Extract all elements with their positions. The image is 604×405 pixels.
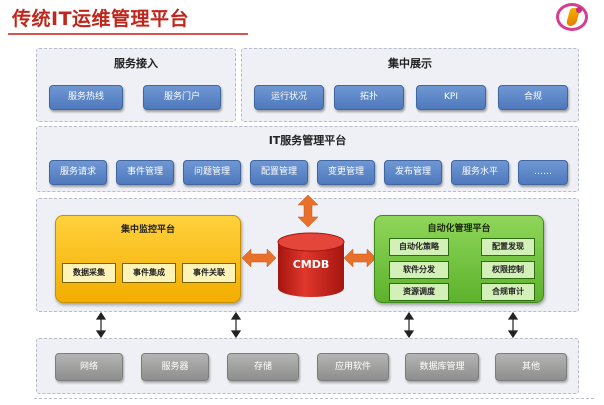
- cmdb-itsm-arrow-icon: [297, 195, 319, 227]
- infra-server-button[interactable]: 服务器: [141, 353, 209, 381]
- monitoring-platform-title: 集中监控平台: [120, 225, 175, 235]
- page-title: 传统IT运维管理平台: [12, 8, 190, 30]
- itsm-incident-mgmt-button[interactable]: 事件管理: [116, 160, 174, 185]
- title-underline: [8, 33, 248, 35]
- itsm-release-mgmt-button[interactable]: 发布管理: [384, 160, 442, 185]
- itsm-service-level-button[interactable]: 服务水平: [451, 160, 509, 185]
- central-display-title: 集中展示: [388, 57, 432, 70]
- itsm-title: IT服务管理平台: [268, 134, 347, 147]
- kpi-button[interactable]: KPI: [416, 85, 486, 110]
- topology-button[interactable]: 拓扑: [334, 85, 404, 110]
- infra-database-button[interactable]: 数据库管理: [405, 353, 479, 381]
- itsm-change-mgmt-button[interactable]: 变更管理: [317, 160, 375, 185]
- infra-application-button[interactable]: 应用软件: [317, 353, 389, 381]
- access-control-item[interactable]: 权限控制: [481, 261, 535, 279]
- central-display-panel: 集中展示 运行状况 拓扑 KPI 合规: [241, 48, 579, 122]
- automation-policy-item[interactable]: 自动化策略: [389, 238, 449, 256]
- infra-storage-button[interactable]: 存储: [227, 353, 299, 381]
- cmdb-label: CMDB: [292, 258, 330, 271]
- service-hotline-button[interactable]: 服务热线: [49, 85, 123, 110]
- resource-scheduling-item[interactable]: 资源调度: [389, 283, 449, 301]
- event-correlation-item[interactable]: 事件关联: [182, 263, 236, 283]
- bottom-divider: [34, 398, 594, 399]
- automation-platform-title: 自动化管理平台: [427, 224, 491, 234]
- compliance-audit-item[interactable]: 合规审计: [481, 283, 535, 301]
- itsm-more-button[interactable]: ……: [518, 160, 568, 185]
- monitor-cmdb-arrow-icon: [242, 249, 276, 267]
- itsm-panel: IT服务管理平台 服务请求 事件管理 问题管理 配置管理 变更管理 发布管理 服…: [36, 126, 579, 192]
- service-access-title: 服务接入: [114, 57, 158, 70]
- itsm-config-mgmt-button[interactable]: 配置管理: [250, 160, 308, 185]
- infra-network-button[interactable]: 网络: [55, 353, 123, 381]
- run-status-button[interactable]: 运行状况: [254, 85, 324, 110]
- infrastructure-panel: 网络 服务器 存储 应用软件 数据库管理 其他: [36, 338, 579, 394]
- cmdb-database: CMDB: [276, 232, 346, 298]
- data-collection-item[interactable]: 数据采集: [62, 263, 116, 283]
- database-icon: [277, 232, 345, 297]
- compliance-button[interactable]: 合规: [498, 85, 568, 110]
- service-access-panel: 服务接入 服务热线 服务门户: [36, 48, 236, 122]
- logo-icon: [556, 3, 588, 31]
- itsm-service-request-button[interactable]: 服务请求: [49, 160, 107, 185]
- automation-platform-box: 自动化管理平台 自动化策略 配置发现 软件分发 权限控制 资源调度 合规审计: [374, 215, 544, 303]
- infra-connector-arrows: [95, 312, 519, 338]
- config-discovery-item[interactable]: 配置发现: [481, 238, 535, 256]
- cmdb-automation-arrow-icon: [344, 249, 376, 267]
- itsm-problem-mgmt-button[interactable]: 问题管理: [183, 160, 241, 185]
- service-portal-button[interactable]: 服务门户: [143, 85, 221, 110]
- event-integration-item[interactable]: 事件集成: [122, 263, 176, 283]
- software-distribution-item[interactable]: 软件分发: [389, 261, 449, 279]
- infra-other-button[interactable]: 其他: [495, 353, 567, 381]
- monitoring-platform-box: 集中监控平台 数据采集 事件集成 事件关联: [55, 215, 241, 303]
